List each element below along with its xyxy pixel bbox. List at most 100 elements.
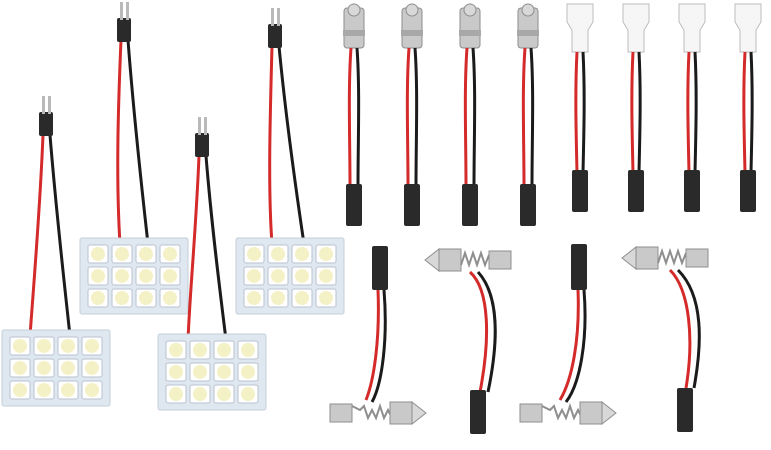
connector [346,184,362,226]
wire-black [749,51,754,173]
ba9s-adapter-group [343,3,539,226]
wire-red [630,51,635,173]
wire-black [48,134,72,337]
led-chip [13,383,27,397]
wire-red [186,155,201,341]
wire-black [676,268,701,389]
connector-pin [120,2,123,20]
led-chip [37,339,51,353]
led-chip [295,247,309,261]
festoon-adapter [329,246,427,426]
led-chip [271,291,285,305]
led-chip [217,343,231,357]
led-chip [115,247,129,261]
festoon-adapter [621,245,709,432]
led-chip [193,343,207,357]
led-chip [163,247,177,261]
socket-white [566,3,594,53]
led-panel [235,237,345,315]
connector [571,244,587,290]
led-chip [13,361,27,375]
socket-tip [463,3,477,17]
wire-red [521,47,527,187]
led-chip [169,365,183,379]
led-chip [115,291,129,305]
socket-band [343,30,365,36]
led-chip [85,361,99,375]
wire-red [574,51,579,173]
led-chip [193,387,207,401]
led-chip [295,269,309,283]
led-chip [319,269,333,283]
wire-black [126,39,150,245]
connector [39,112,53,136]
led-chip [91,291,105,305]
socket-tip [347,3,361,17]
wire-black [355,47,361,187]
connector [572,170,588,212]
wire-red [347,47,353,187]
wire-black [204,155,228,341]
connector [372,246,388,290]
connector [740,170,756,212]
wire-red [468,270,489,393]
led-panel [157,333,267,411]
led-chip [85,383,99,397]
led-chip [91,247,105,261]
wire-red [558,289,580,401]
led-panel-assembly [157,117,267,411]
wire-red [405,47,411,187]
wire-black [370,289,387,403]
led-chip [193,365,207,379]
connector [684,170,700,212]
connector [404,184,420,226]
led-chip [295,291,309,305]
festoon-cap [621,245,709,271]
wire-red [268,45,274,245]
connector-pin [198,117,201,135]
led-chip [271,247,285,261]
connector [268,24,282,48]
ba9s-adapter [517,3,539,226]
wire-red [28,134,45,337]
t10-adapter [622,3,650,212]
festoon-adapter [519,244,617,426]
wire-black [693,51,698,173]
festoon-adapter [424,247,512,434]
led-chip [217,387,231,401]
led-chip [163,291,177,305]
socket-white [734,3,762,53]
wire-black [471,47,477,187]
connector-pin [48,96,51,114]
led-chip [61,383,75,397]
connector [520,184,536,226]
connector-pin [126,2,129,20]
connector [462,184,478,226]
connector-pin [204,117,207,135]
led-chip [247,247,261,261]
led-chip [61,339,75,353]
socket-band [459,30,481,36]
socket-white [678,3,706,53]
wire-black [413,47,419,187]
t10-adapter-group [566,3,762,212]
led-chip [139,291,153,305]
wire-red [116,39,123,245]
socket-band [517,30,539,36]
led-chip [37,361,51,375]
led-chip [319,291,333,305]
wire-red [742,51,747,173]
connector-pin [277,8,280,26]
connector [117,18,131,42]
wire-black [277,45,306,245]
wire-red [463,47,469,187]
wire-black [476,270,497,393]
led-chip [13,339,27,353]
led-panel [79,237,189,315]
ba9s-adapter [343,3,365,226]
led-chip [241,365,255,379]
socket-tip [405,3,419,17]
socket-band [401,30,423,36]
